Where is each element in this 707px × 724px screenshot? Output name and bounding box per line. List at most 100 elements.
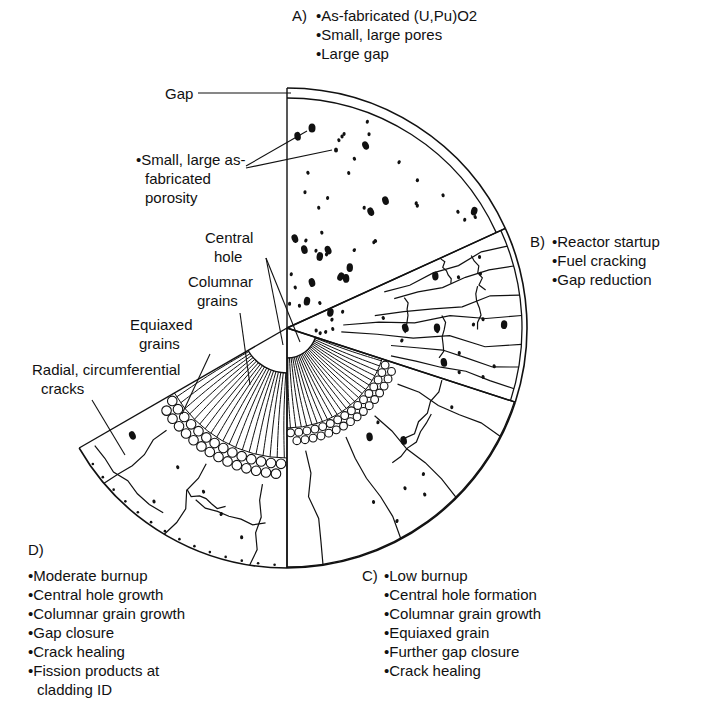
- stage-letter: A): [292, 6, 307, 25]
- pore: [176, 465, 180, 470]
- pore: [320, 230, 324, 235]
- columnar-grain: [291, 358, 301, 427]
- equiaxed-grain: [237, 451, 247, 461]
- label-text: •Columnar grain growth: [28, 604, 185, 623]
- pore: [290, 233, 299, 243]
- columnar-grain: [177, 352, 249, 397]
- pore: [492, 364, 496, 369]
- label-text: •Columnar grain growth: [384, 604, 541, 623]
- pore: [346, 263, 353, 272]
- equiaxed-grain: [311, 425, 319, 433]
- columnar-grain: [277, 373, 283, 458]
- equiaxed-grain: [380, 382, 388, 390]
- pore: [309, 283, 314, 288]
- sector-edge: [287, 328, 515, 402]
- equiaxed-grain: [162, 406, 172, 416]
- radial-crack: [375, 416, 456, 497]
- circumferential-crack: [476, 286, 481, 330]
- equiaxed-grain: [301, 436, 309, 444]
- equiaxed-grain: [293, 437, 301, 445]
- pellet-surface: [287, 402, 514, 567]
- label-text: •Further gap closure: [384, 642, 519, 661]
- pore: [298, 304, 301, 308]
- pore: [317, 300, 322, 305]
- pore: [441, 193, 445, 198]
- leader-line: [198, 92, 291, 93]
- circumferential-crack: [392, 414, 431, 463]
- fission-product-deposit: [137, 511, 140, 514]
- stage-letter: B): [530, 232, 545, 251]
- pore: [395, 519, 399, 524]
- fission-product-deposit: [224, 556, 227, 559]
- pore: [421, 472, 425, 477]
- pore: [334, 148, 338, 153]
- pore: [456, 209, 461, 214]
- pore: [397, 160, 402, 165]
- pore: [303, 296, 311, 306]
- pore: [309, 124, 316, 133]
- equiaxed-grain: [266, 458, 276, 468]
- leader-line: [266, 258, 283, 345]
- equiaxed-grain: [287, 429, 295, 437]
- equiaxed-grain: [381, 361, 389, 369]
- label-text: Radial, circumferential cracks: [32, 360, 213, 398]
- pore: [366, 432, 374, 442]
- pore: [481, 375, 485, 380]
- equiaxed-grain: [242, 464, 252, 474]
- equiaxed-grain: [384, 375, 392, 383]
- equiaxed-grain: [303, 427, 311, 435]
- pore: [399, 338, 404, 343]
- pore: [324, 330, 328, 335]
- fission-product-deposit: [209, 551, 212, 554]
- pore: [434, 323, 441, 332]
- columnar-grain: [190, 358, 254, 415]
- label-text: •Central hole growth: [28, 585, 163, 604]
- pore: [416, 178, 419, 182]
- pore: [361, 140, 370, 151]
- columnar-boundary: [174, 393, 287, 458]
- radial-crack: [306, 451, 323, 565]
- pore: [501, 320, 508, 329]
- pore: [372, 500, 376, 504]
- cladding-arc: [287, 88, 505, 228]
- equiaxed-grain: [378, 369, 386, 377]
- equiaxed-grain: [202, 433, 212, 443]
- equiaxed-grain: [326, 420, 334, 428]
- pore: [152, 499, 156, 504]
- label-text: •Large gap: [316, 44, 389, 63]
- pore: [300, 244, 308, 254]
- leader-line: [246, 150, 332, 168]
- pore: [330, 317, 334, 322]
- equiaxed-grain: [174, 422, 184, 432]
- label-text: •Gap reduction: [552, 270, 651, 289]
- pore: [316, 252, 324, 262]
- label-text: •Gap closure: [28, 623, 114, 642]
- equiaxed-grain: [374, 376, 382, 384]
- pore: [366, 206, 375, 217]
- pore: [471, 322, 475, 327]
- pore: [481, 317, 486, 322]
- equiaxed-grain: [271, 469, 281, 479]
- label-text: •Moderate burnup: [28, 566, 148, 585]
- pore: [201, 489, 205, 494]
- pore: [289, 272, 293, 276]
- circumferential-crack: [187, 489, 226, 508]
- pellet-sector: [287, 228, 527, 402]
- equiaxed-grain: [228, 448, 238, 458]
- label-text: •Equiaxed grain: [384, 623, 489, 642]
- circumferential-crack: [471, 256, 485, 290]
- sector-edge: [286, 328, 287, 568]
- pore: [381, 316, 386, 321]
- equiaxed-grain: [295, 428, 303, 436]
- equiaxed-grain: [334, 416, 342, 424]
- leader-line: [246, 131, 307, 166]
- equiaxed-grain: [205, 447, 215, 457]
- cladding-arc: [287, 402, 515, 568]
- radial-crack: [391, 356, 514, 389]
- pore: [306, 170, 311, 175]
- pore: [414, 201, 418, 206]
- pore: [308, 277, 317, 287]
- label-text: •As-fabricated (U,Pu)O2: [316, 6, 477, 25]
- columnar-grain: [314, 341, 377, 371]
